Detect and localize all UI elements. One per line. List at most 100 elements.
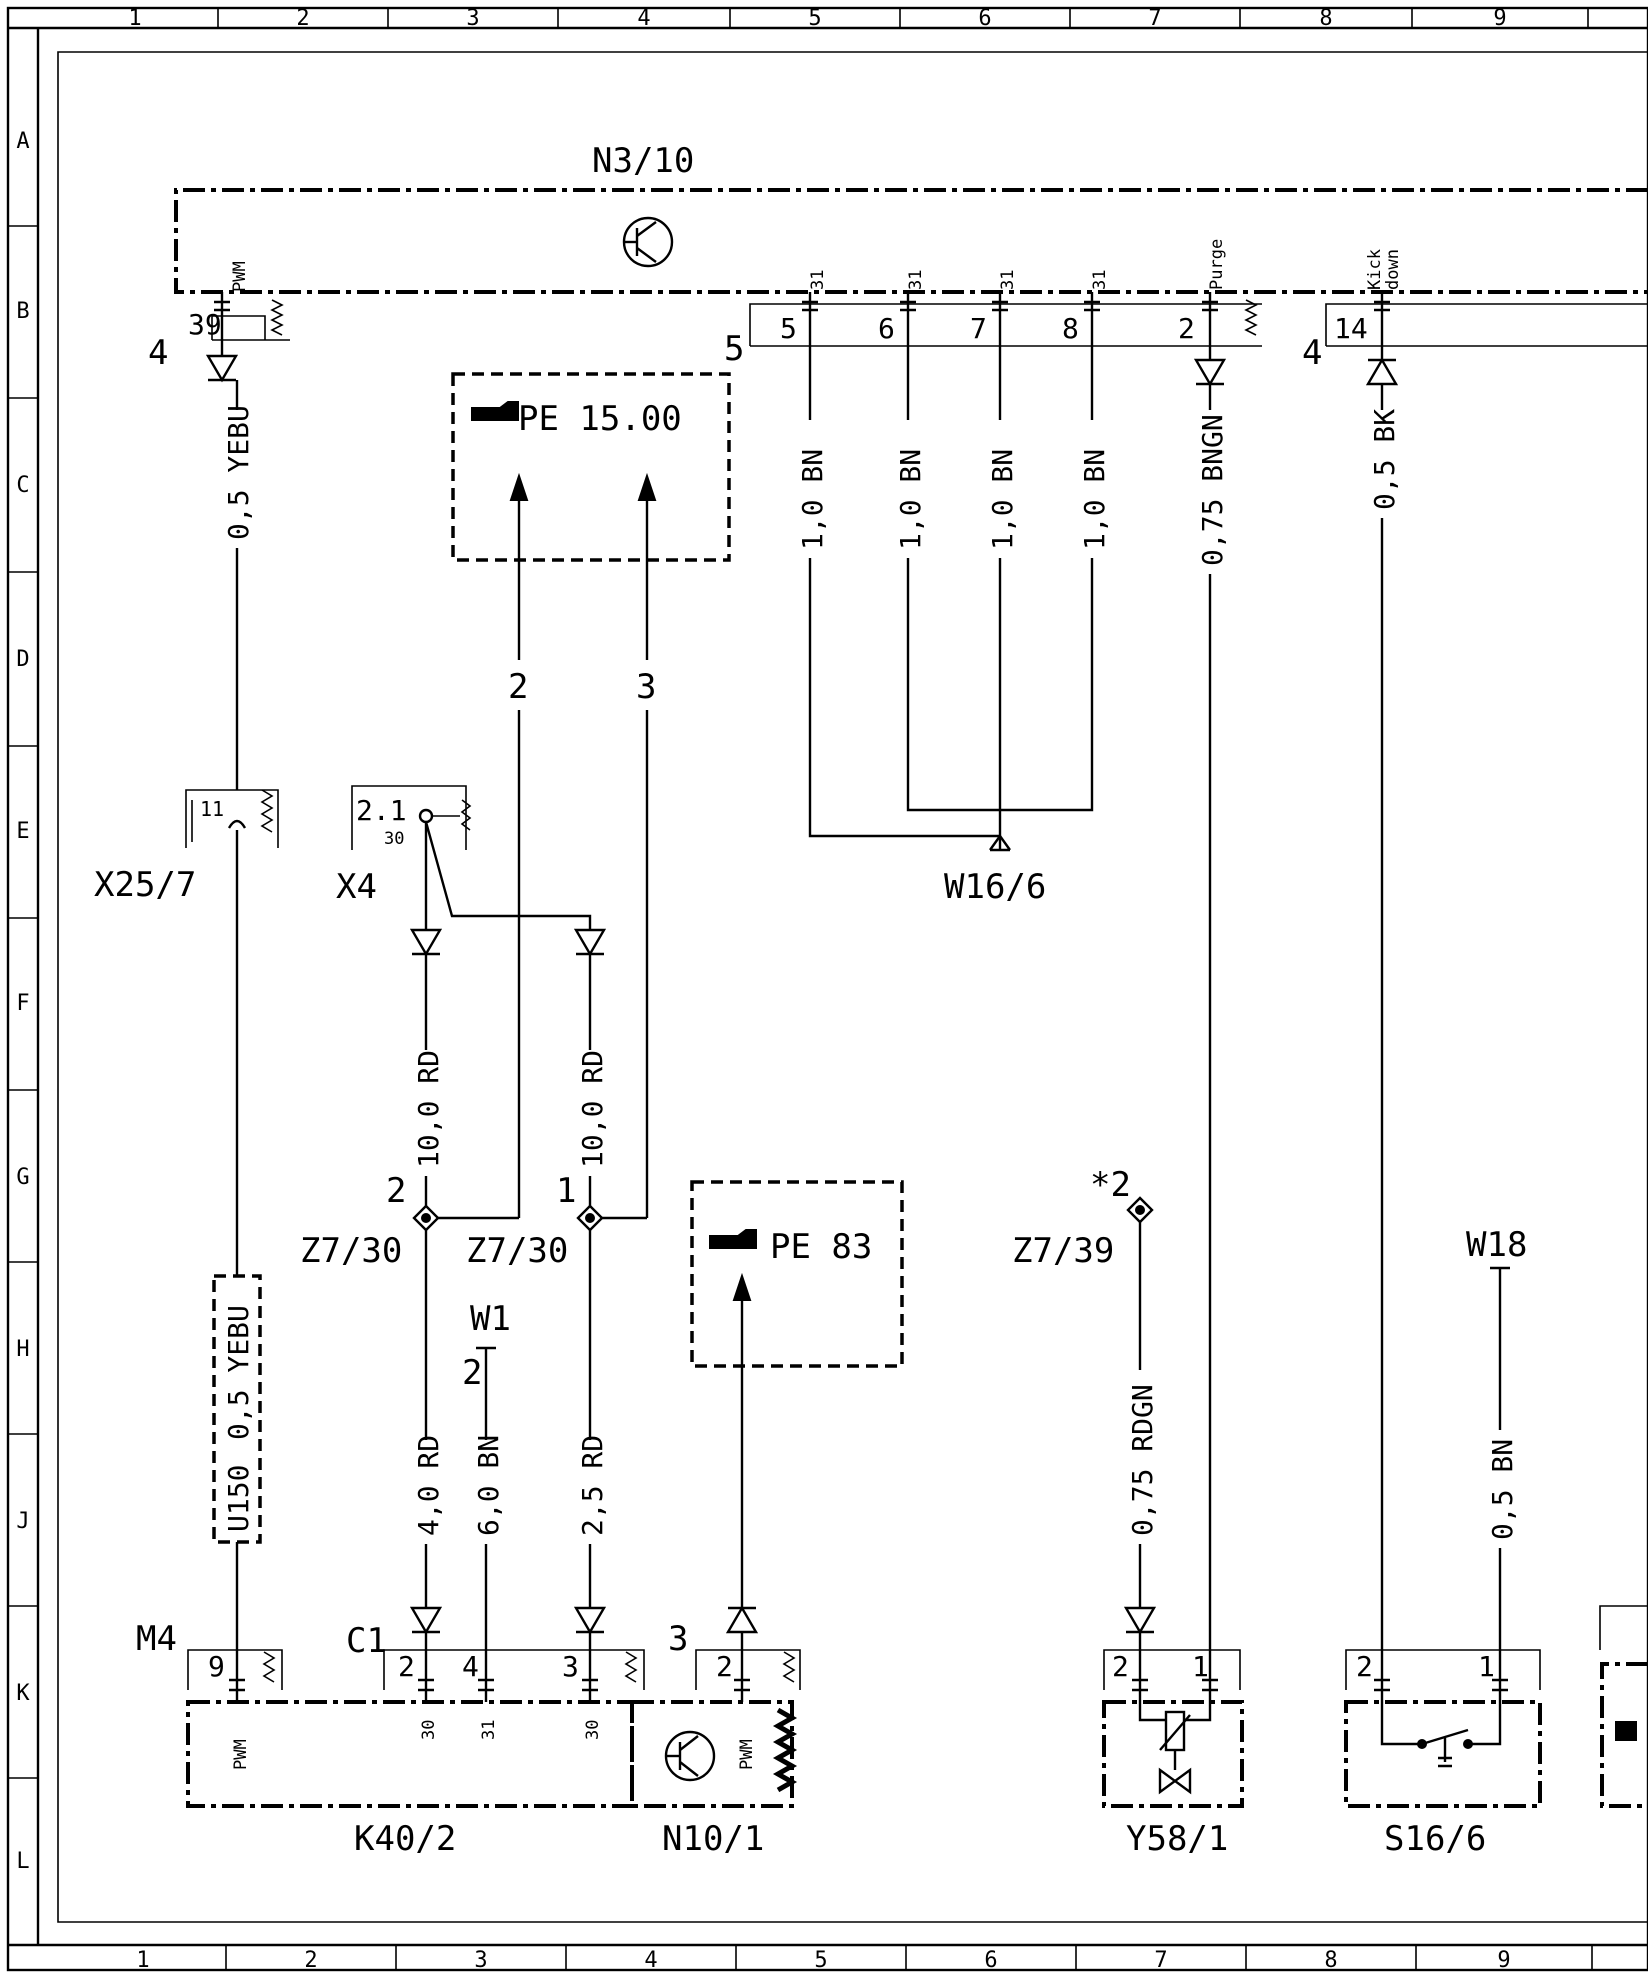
ground-w1: W1 2 6,0 BN [462,1299,511,1660]
component-label-w16-6: W16/6 [944,867,1046,907]
col-label: 1 [136,1948,149,1973]
row-label: L [16,1849,29,1874]
switch-s16-6: 2 1 S16/6 [1344,1649,1542,1859]
pointing-hand-icon [471,401,519,421]
component-label-x25-7: X25/7 [94,865,196,905]
pin-label-31: 31 [808,270,828,290]
reference-box-pe-15[interactable]: PE 15.00 [451,372,731,562]
pin-number: 3 [562,1650,579,1683]
component-label-z7-30: Z7/30 [300,1231,402,1271]
module-n10-1: 3 2 PWM N10/1 [630,1619,801,1859]
wire-number-2: 2 [508,667,528,707]
wire-label-bn6: 6,0 BN [472,1435,505,1536]
component-label-k40-2: K40/2 [354,1819,456,1859]
valve-y58-1: 2 1 Y58/1 [1102,1632,1244,1859]
col-label: 3 [474,1948,487,1973]
connector-label-c1: C1 [346,1621,387,1661]
col-label: 8 [1324,1948,1337,1973]
route-wires-2-3: 2 3 [508,500,656,1218]
component-label-z7-39: Z7/39 [1012,1231,1114,1271]
wire-label-bn: 1,0 BN [1078,449,1111,550]
ground-w18: W18 0,5 BN [1466,1225,1527,1660]
col-label: 5 [808,6,821,31]
row-label: H [16,1337,29,1362]
component-label-u150: U150 [222,1465,255,1532]
wire-number-3: 3 [636,667,656,707]
pin-number: 7 [970,312,987,345]
reference-label-pe-15: PE 15.00 [518,399,682,439]
pin-number: 1 [1192,1650,1209,1683]
reference-box-pe-83[interactable]: PE 83 [690,1180,904,1634]
switch-contact-icon [1380,1702,1502,1768]
pin-number: 2 [716,1650,733,1683]
row-label: C [16,473,29,498]
col-label: 3 [466,6,479,31]
component-label-z7-30: Z7/30 [466,1231,568,1271]
col-label: 2 [296,6,309,31]
pin-number: 2 [386,1171,406,1211]
reference-label-pe-83: PE 83 [770,1227,872,1267]
wire-label-rd25: 2,5 RD [576,1435,609,1536]
row-label: K [16,1681,30,1706]
component-label-x4: X4 [336,867,377,907]
pin-label-31: 31 [479,1720,499,1740]
solenoid-valve-icon [1138,1702,1212,1795]
component-label-s16-6: S16/6 [1384,1819,1486,1859]
component-label-y58-1: Y58/1 [1126,1819,1228,1859]
pin-number: 2.1 [356,794,407,827]
pin-number: 2 [1178,312,1195,345]
transistor-icon [622,216,674,268]
pin-label-down: down [1383,249,1403,290]
col-label: 4 [644,1948,657,1973]
wire-label-bn: 1,0 BN [986,449,1019,550]
pin-label-kick: Kick [1365,249,1385,290]
transistor-icon [664,1730,716,1782]
control-unit-n3-10: N3/10 [174,141,1648,294]
pin-number: 30 [384,829,404,849]
pin-number: 14 [1334,312,1368,345]
col-label: 4 [637,6,650,31]
component-label-w18: W18 [1466,1225,1527,1265]
connector-x25-7: 11 X25/7 [94,789,279,1276]
pin-label-30: 30 [583,1720,603,1740]
wire-label-bk: 0,5 BK [1368,409,1401,510]
pin-label-31: 31 [906,270,926,290]
wire-label-bn05: 0,5 BN [1486,1439,1519,1540]
partial-component-right [1599,1605,1648,1808]
wire-marker-u150: U150 0,5 YEBU [212,1274,262,1670]
row-label: A [16,129,29,154]
wire-label-bn: 1,0 BN [894,449,927,550]
pin-number: 8 [1062,312,1079,345]
col-label: 1 [128,6,141,31]
col-label: 2 [304,1948,317,1973]
col-label: 9 [1497,1948,1510,1973]
wire-label-rd10: 10,0 RD [412,1050,445,1168]
connector-number: 4 [1302,333,1322,373]
n3-pin-39: PWM 39 4 0,5 YEBU [148,261,290,790]
pin-number: 1 [556,1171,576,1211]
pin-number: 1 [1478,1650,1495,1683]
pin-number: 6 [878,312,895,345]
row-label: F [16,991,29,1016]
splice-z7-30: 2 1 Z7/30 Z7/30 4,0 RD 2,5 RD [300,1171,647,1635]
pin-number: *2 [1090,1165,1131,1205]
pin-number: 2 [1356,1650,1373,1683]
col-label: 7 [1154,1948,1167,1973]
connector-label-m4: M4 [136,1619,177,1659]
wire-label-yebu: 0,5 YEBU [222,405,255,540]
pin-label-31: 31 [1090,270,1110,290]
col-label: 6 [984,1948,997,1973]
pin-label-pwm: PWM [737,1739,757,1770]
pointing-hand-icon [709,1229,757,1249]
pin-number: 2 [1112,1650,1129,1683]
pin-label-pwm: PWM [231,1739,251,1770]
wire-label-u150: 0,5 YEBU [222,1305,255,1440]
n3-pin-purge: Purge 2 0,75 BNGN [1178,239,1258,1680]
pin-number: 5 [780,312,797,345]
pin-label-pwm: PWM [230,261,250,292]
column-labels-top: 1 2 3 4 5 6 7 8 9 [128,6,1506,31]
col-label: 6 [978,6,991,31]
col-label: 9 [1493,6,1506,31]
component-label-n3-10: N3/10 [592,141,694,181]
